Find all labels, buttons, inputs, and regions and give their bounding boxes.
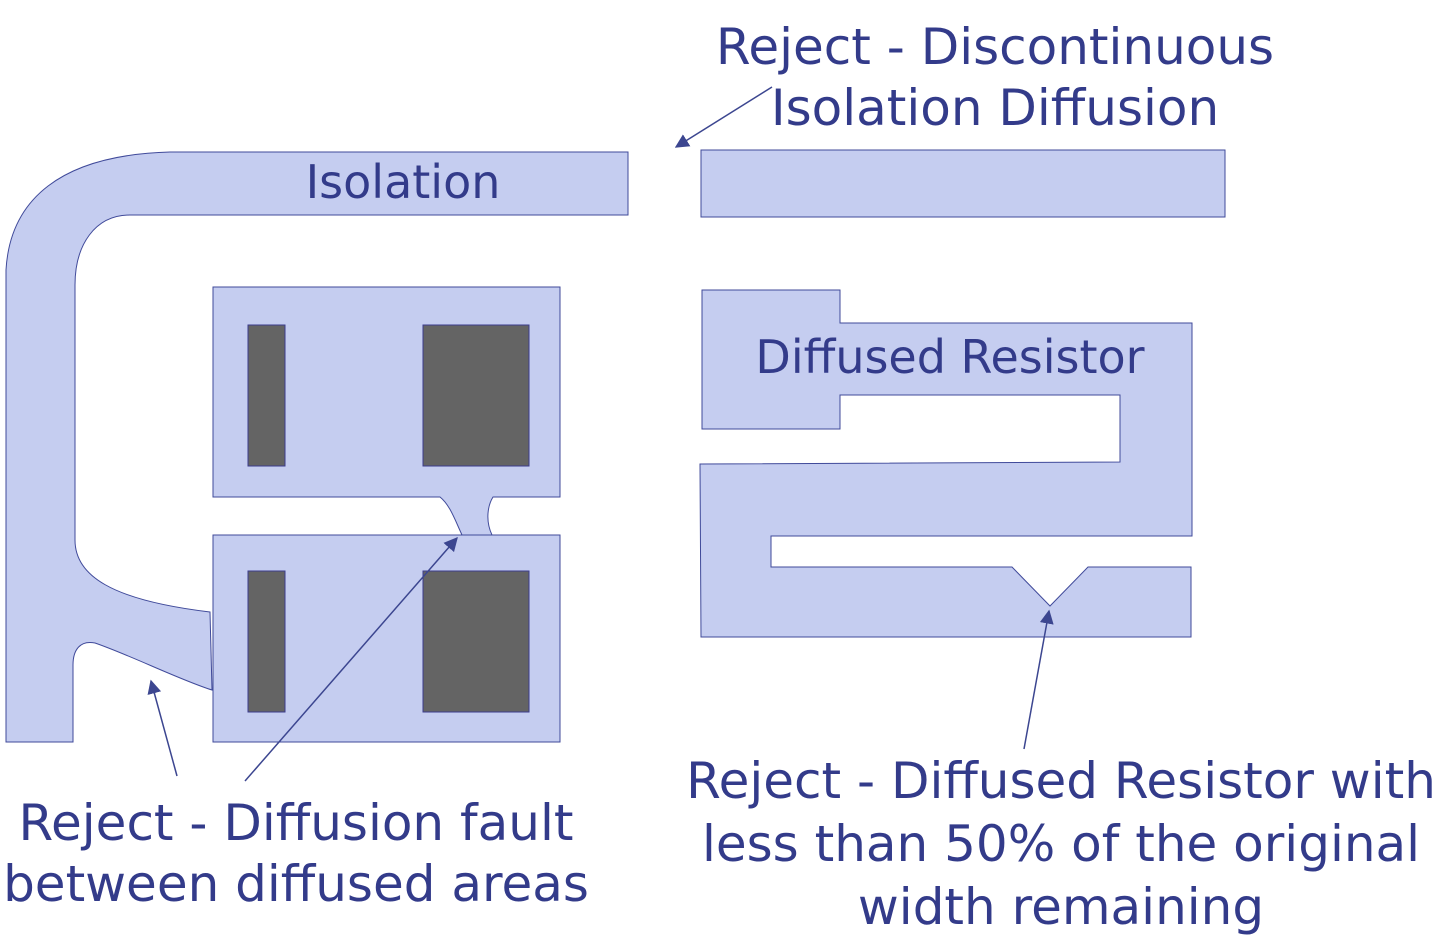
contact-lower-left <box>247 570 286 713</box>
contact-upper-left <box>247 324 286 467</box>
isolation-ring-left <box>5 151 629 743</box>
callout-resistor-width-line3: width remaining <box>858 878 1264 936</box>
isolation-label: Isolation <box>306 155 501 209</box>
pointer-diffusion-fault-center <box>244 536 458 782</box>
callout-resistor-width-line1: Reject - Diffused Resistor with <box>686 752 1436 810</box>
callout-resistor-width-line2: less than 50% of the original <box>702 815 1420 873</box>
diffused-resistor <box>699 289 1193 638</box>
contact-upper-right <box>422 324 530 467</box>
isolation-segment-right <box>700 149 1226 218</box>
pointer-resistor-width <box>1023 609 1054 750</box>
callout-diffusion-fault-line2: between diffused areas <box>3 855 589 913</box>
pointer-diffusion-fault-left <box>147 679 178 777</box>
pointer-discontinuous <box>674 86 773 148</box>
callout-discontinuous-line1: Reject - Discontinuous <box>716 18 1274 76</box>
contact-lower-right <box>422 570 530 713</box>
callout-diffusion-fault-line1: Reject - Diffusion fault <box>19 794 574 852</box>
resistor-label: Diffused Resistor <box>755 330 1144 384</box>
callout-discontinuous-line2: Isolation Diffusion <box>771 79 1219 137</box>
